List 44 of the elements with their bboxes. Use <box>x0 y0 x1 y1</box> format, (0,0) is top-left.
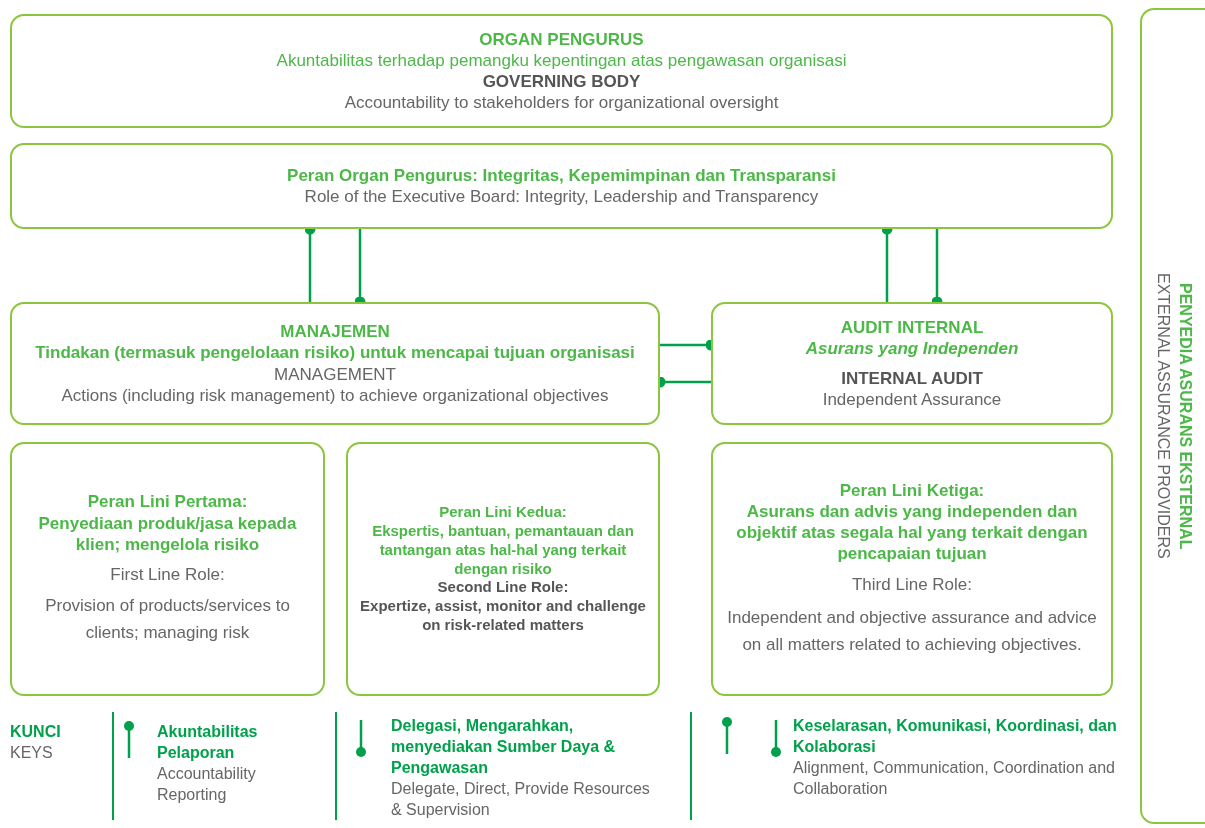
heading-text: AUDIT INTERNAL <box>840 317 984 339</box>
role-box <box>10 143 1113 229</box>
role-box <box>10 302 660 425</box>
key-text: KUNCI <box>10 722 62 742</box>
body-text: Independent and objective assurance and advice on all matters related to achieving objectives. <box>726 606 1098 657</box>
heading-text: MANAJEMEN <box>280 321 390 343</box>
role-box <box>711 442 1113 696</box>
key-text: Alignment, Communication, Coordination and Collaboration <box>793 758 1116 799</box>
role-box <box>346 442 660 696</box>
body-text: Independent Assurance <box>822 388 1002 410</box>
heading-text: Peran Lini Pertama: <box>87 491 248 513</box>
legend-text: Akuntabilitas Pelaporan <box>157 722 259 763</box>
body-text: Expertize, assist, monitor and challenge on risk-related matters <box>360 597 646 635</box>
legend-text: Delegasi, Mengarahkan, menyediakan Sumber Daya & Pengawasan <box>391 716 617 778</box>
body-text: Provision of products/services to clients; managing risk <box>44 595 291 645</box>
role-box <box>711 302 1113 425</box>
side-panel <box>1140 8 1205 824</box>
body-text: Third Line Role: <box>852 573 972 596</box>
role-box <box>10 14 1113 128</box>
heading-text: Akuntabilitas terhadap pemangku kepentingan atas pengawasan organisasi <box>276 49 847 71</box>
heading-text: Ekspertis, bantuan, pemantauan dan tantangan atas hal-hal yang terkait dengan risiko <box>371 522 635 579</box>
body-text: Role of the Executive Board: Integrity, Leadership and Transparency <box>304 186 819 208</box>
body-text: First Line Role: <box>110 564 225 587</box>
body-text: Accountability to stakeholders for organizational oversight <box>344 92 779 114</box>
body-text: INTERNAL AUDIT <box>841 367 983 389</box>
legend-text: Keselarasan, Komunikasi, Koordinasi, dan Kolaborasi <box>793 716 1118 757</box>
heading-text: Asurans dan advis yang independen dan objektif atas segala hal yang terkait dengan pencapaian tujuan <box>735 500 1089 565</box>
key-text: Accountability Reporting <box>157 764 257 805</box>
heading-text: Peran Lini Ketiga: <box>839 479 985 501</box>
heading-text: Tindakan (termasuk pengelolaan risiko) untuk mencapai tujuan organisasi <box>35 342 635 364</box>
role-box <box>10 442 325 696</box>
heading-text: Peran Lini Kedua: <box>439 503 567 523</box>
heading-text: PENYEDIA ASURANS EKSTERNAL <box>1175 282 1195 550</box>
key-text: Delegate, Direct, Provide Resources & Supervision <box>391 779 651 820</box>
body-text: Actions (including risk management) to achieve organizational objectives <box>61 384 609 406</box>
body-text: Second Line Role: <box>437 578 569 598</box>
key-text: KEYS <box>10 743 54 763</box>
heading-text: Peran Organ Pengurus: Integritas, Kepemimpinan dan Transparansi <box>287 164 836 186</box>
body-text: EXTERNAL ASSURANCE PROVIDERS <box>1153 273 1173 559</box>
heading-text: Penyediaan produk/jasa kepada klien; mengelola risiko <box>37 512 298 556</box>
heading-text: ORGAN PENGURUS <box>479 28 644 50</box>
body-text: MANAGEMENT <box>274 363 396 385</box>
body-text: GOVERNING BODY <box>482 71 641 93</box>
heading-text: Asurans yang Independen <box>805 338 1019 360</box>
